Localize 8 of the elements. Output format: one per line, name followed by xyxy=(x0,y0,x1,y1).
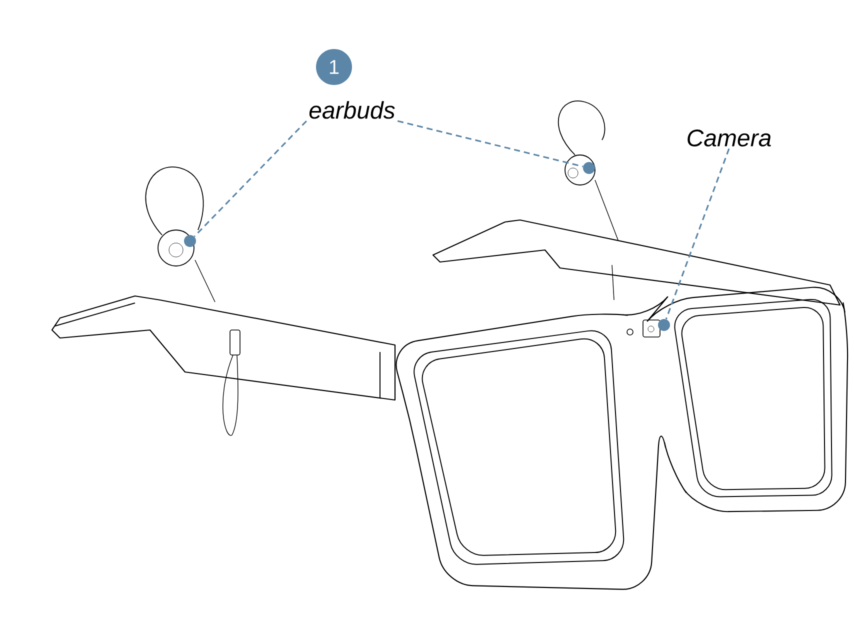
leader-dot xyxy=(184,235,196,247)
part-label: Camera xyxy=(688,130,771,146)
leader-line xyxy=(397,120,584,168)
callout-number: 1 xyxy=(316,49,352,85)
leader-dot xyxy=(583,162,595,174)
leader-dot xyxy=(658,319,670,331)
leader-line xyxy=(194,120,308,238)
part-label: earbuds xyxy=(309,101,395,119)
